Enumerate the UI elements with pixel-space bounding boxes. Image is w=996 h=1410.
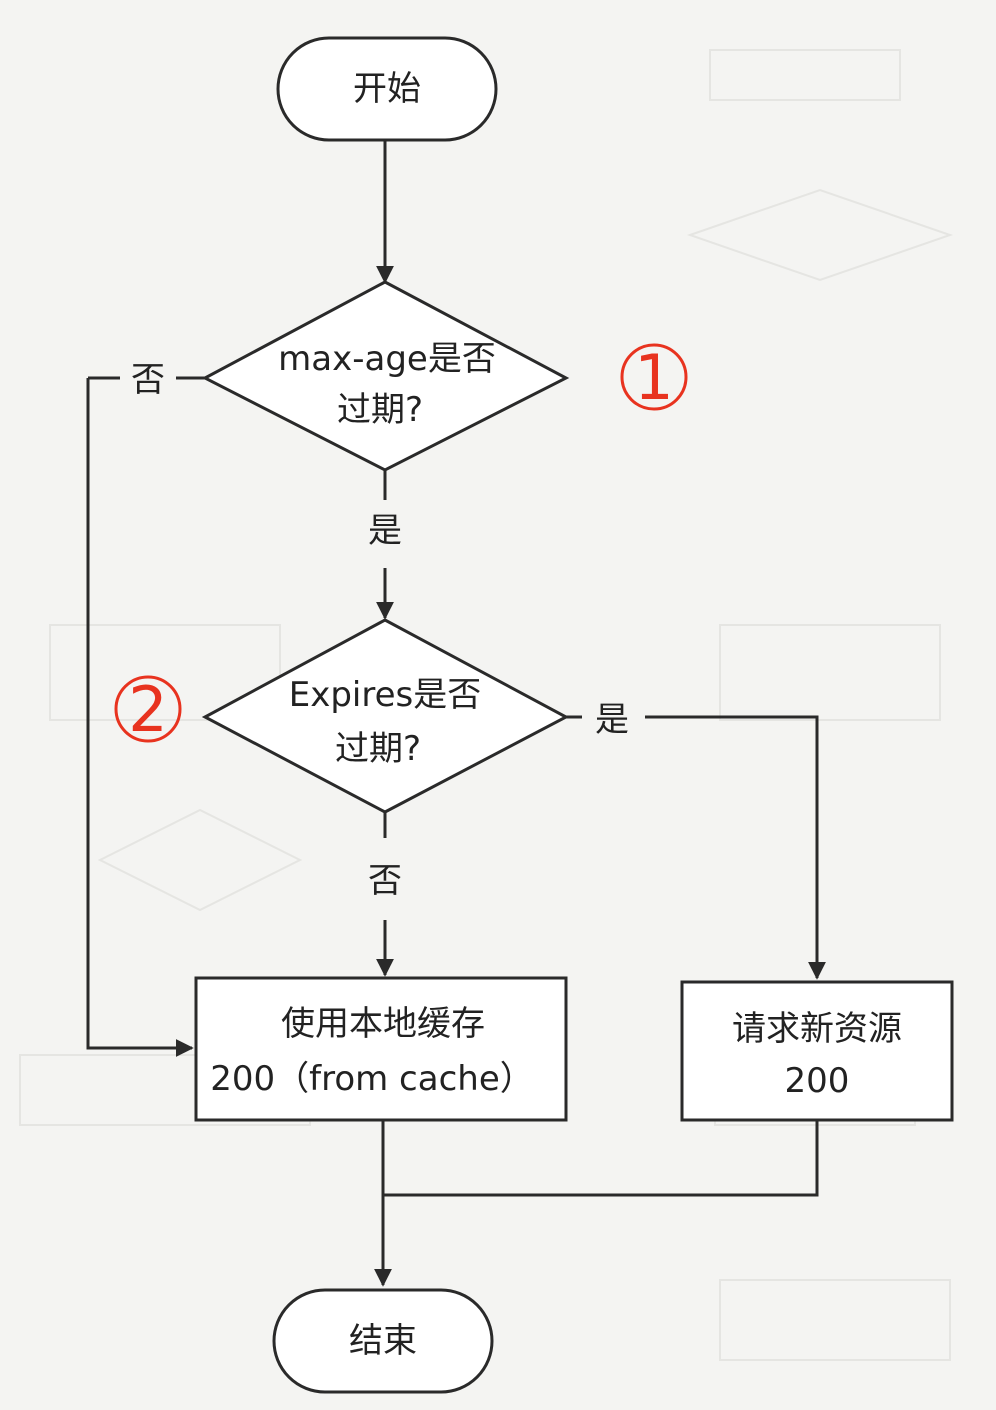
node-expires-check: Expires是否 过期?	[201, 618, 570, 814]
edges	[86, 140, 826, 1287]
edge-maxage-no	[86, 378, 194, 1057]
step-marker-1-number: 1	[634, 341, 673, 414]
node-use-cache-line2: 200（from cache）	[210, 1059, 534, 1099]
edge-expires-yes	[645, 715, 826, 980]
node-expires-line2: 过期?	[335, 729, 421, 769]
node-expires-line1: Expires是否	[289, 675, 482, 715]
step-marker-2: 2	[114, 673, 182, 746]
node-maxage-line2: 过期?	[337, 390, 423, 430]
edge-label-maxage-yes: 是	[368, 511, 402, 551]
node-request-new-line2: 200	[785, 1061, 850, 1101]
step-marker-1: 1	[620, 341, 688, 414]
step-marker-2-number: 2	[128, 673, 167, 746]
node-use-cache: 使用本地缓存 200（from cache）	[194, 976, 568, 1122]
edge-label-maxage-no: 否	[131, 360, 165, 400]
node-end-label: 结束	[349, 1321, 417, 1361]
edge-label-expires-yes: 是	[595, 700, 629, 740]
edge-label-expires-no: 否	[368, 861, 402, 901]
node-request-new: 请求新资源 200	[680, 980, 954, 1122]
edge-request-to-join	[383, 1120, 819, 1197]
node-maxage-check: max-age是否 过期?	[201, 280, 570, 472]
node-start: 开始	[276, 36, 498, 142]
node-start-label: 开始	[353, 69, 421, 109]
node-maxage-line1: max-age是否	[278, 339, 496, 379]
node-request-new-line1: 请求新资源	[732, 1009, 902, 1049]
node-end: 结束	[272, 1288, 494, 1394]
node-use-cache-line1: 使用本地缓存	[281, 1004, 485, 1044]
